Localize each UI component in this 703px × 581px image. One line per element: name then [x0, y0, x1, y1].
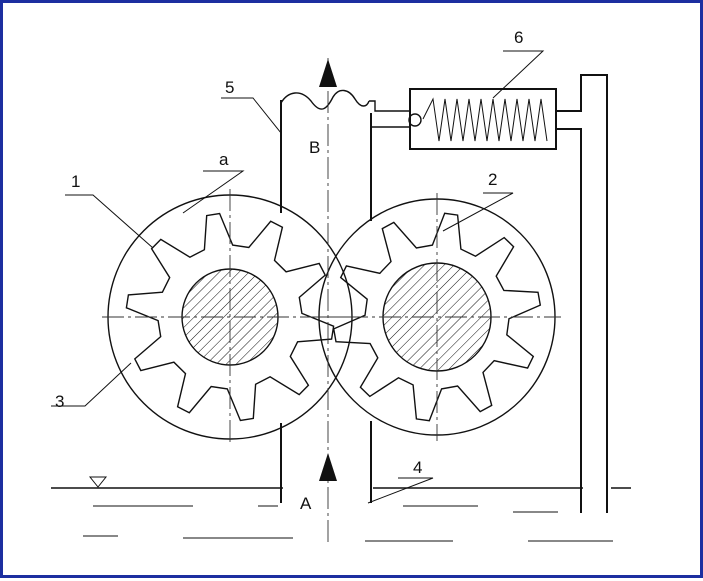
label-1: 1 [71, 172, 80, 191]
relief-valve [409, 74, 608, 513]
arrow-up-icon [319, 59, 337, 87]
label-5: 5 [225, 78, 234, 97]
label-3: 3 [55, 392, 64, 411]
spring-wire [422, 97, 548, 142]
gear-1 [102, 189, 358, 445]
pump-housing [280, 89, 422, 503]
arrow-up-icon [319, 453, 337, 481]
liquid-surface [51, 476, 631, 542]
label-2: 2 [488, 170, 497, 189]
gear-pump-diagram: 1 a 2 3 4 5 6 A B [51, 28, 631, 543]
flow-arrows [319, 58, 337, 543]
label-4: 4 [413, 458, 422, 477]
level-mark-icon [88, 476, 108, 488]
gear-2 [313, 193, 561, 441]
spring-coil [422, 97, 548, 142]
leader-lines [51, 50, 545, 504]
label-A: A [300, 494, 312, 513]
label-a: a [219, 150, 229, 169]
label-B: B [309, 138, 320, 157]
gear-teeth [332, 212, 542, 422]
label-6: 6 [514, 28, 523, 47]
gear-teeth [125, 212, 335, 422]
